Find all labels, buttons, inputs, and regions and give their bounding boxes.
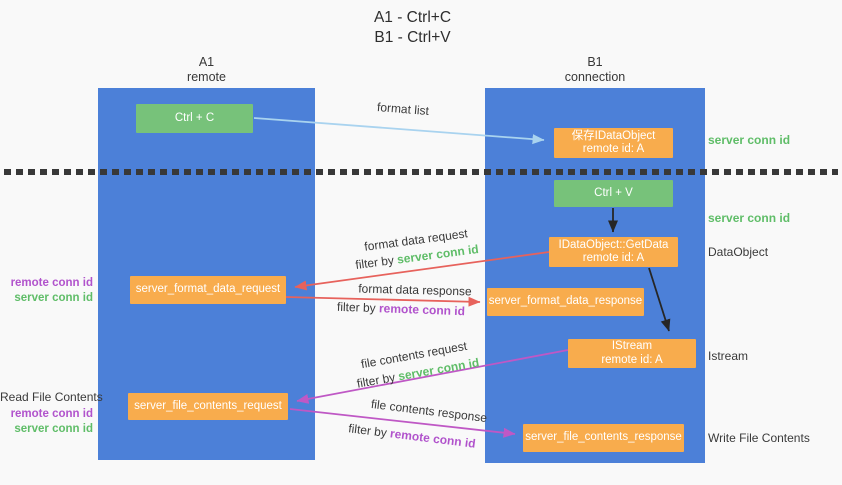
column-header-a1: A1 remote bbox=[98, 55, 315, 85]
node-getdata-line2: remote id: A bbox=[582, 252, 645, 264]
side-label-server-conn-id-mid: server conn id bbox=[708, 211, 791, 225]
side-label-istream: Istream bbox=[708, 349, 749, 363]
node-server-file-contents-response: server_file_contents_response bbox=[523, 424, 684, 452]
node-server-file-contents-request: server_file_contents_request bbox=[128, 393, 288, 420]
column-header-b1: B1 connection bbox=[485, 55, 705, 85]
side-label-file-conn-ids: remote conn id server conn id bbox=[0, 407, 93, 437]
remote-conn-id-label: remote conn id bbox=[10, 277, 93, 289]
arrow-getdata-to-istream bbox=[648, 267, 671, 332]
edge-label-format-data-response: format data response bbox=[358, 281, 472, 299]
node-istream-line2: remote id: A bbox=[601, 353, 663, 366]
node-save-idataobject-line1: 保存IDataObject bbox=[571, 129, 656, 142]
column-b1-subtitle: connection bbox=[564, 70, 626, 84]
node-ctrl-v: Ctrl + V bbox=[554, 180, 673, 207]
node-ctrl-v-label: Ctrl + V bbox=[594, 186, 633, 199]
title-line-1: A1 - Ctrl+C bbox=[373, 9, 452, 26]
node-format-response-label: server_format_data_response bbox=[488, 295, 643, 308]
remote-conn-id-text: remote conn id bbox=[378, 301, 466, 319]
node-ctrl-c-label: Ctrl + C bbox=[174, 111, 215, 124]
node-save-idataobject-line2: remote id: A bbox=[582, 143, 645, 155]
node-istream: IStream remote id: A bbox=[568, 339, 696, 368]
server-conn-id-label: server conn id bbox=[14, 292, 93, 304]
filter-by-text: filter by bbox=[336, 299, 380, 316]
diagram-title: A1 - Ctrl+C B1 - Ctrl+V bbox=[330, 8, 495, 48]
side-label-dataobject: DataObject bbox=[708, 245, 769, 259]
column-a1-subtitle: remote bbox=[187, 70, 226, 84]
server-conn-id-label: server conn id bbox=[14, 423, 93, 435]
arrow-file-contents-request bbox=[296, 349, 569, 404]
arrow-format-data-request bbox=[294, 251, 550, 291]
node-idataobject-getdata: IDataObject::GetData remote id: A bbox=[549, 237, 678, 267]
node-server-format-data-request: server_format_data_request bbox=[130, 276, 286, 304]
column-a1-name: A1 bbox=[198, 55, 215, 69]
arrow-format-data-response bbox=[285, 296, 481, 307]
remote-conn-id-label: remote conn id bbox=[10, 408, 93, 420]
side-label-read-file-contents: Read File Contents bbox=[0, 390, 103, 404]
node-save-idataobject: 保存IDataObject remote id: A bbox=[554, 128, 673, 158]
column-b1-name: B1 bbox=[587, 55, 603, 69]
arrow-format-list bbox=[253, 117, 545, 145]
node-file-response-label: server_file_contents_response bbox=[525, 431, 682, 444]
node-file-request-label: server_file_contents_request bbox=[134, 399, 282, 412]
title-line-2: B1 - Ctrl+V bbox=[374, 29, 451, 46]
session-divider-dotted-line bbox=[4, 169, 838, 175]
node-getdata-line1: IDataObject::GetData bbox=[558, 238, 669, 251]
node-ctrl-c: Ctrl + C bbox=[136, 104, 253, 133]
node-format-request-label: server_format_data_request bbox=[135, 283, 281, 296]
side-label-format-conn-ids: remote conn id server conn id bbox=[0, 276, 93, 306]
node-server-format-data-response: server_format_data_response bbox=[487, 288, 644, 316]
node-istream-line1: IStream bbox=[611, 340, 653, 352]
side-label-server-conn-id-top: server conn id bbox=[708, 133, 791, 147]
arrow-file-contents-response bbox=[289, 408, 516, 438]
side-label-write-file-contents: Write File Contents bbox=[708, 431, 810, 445]
